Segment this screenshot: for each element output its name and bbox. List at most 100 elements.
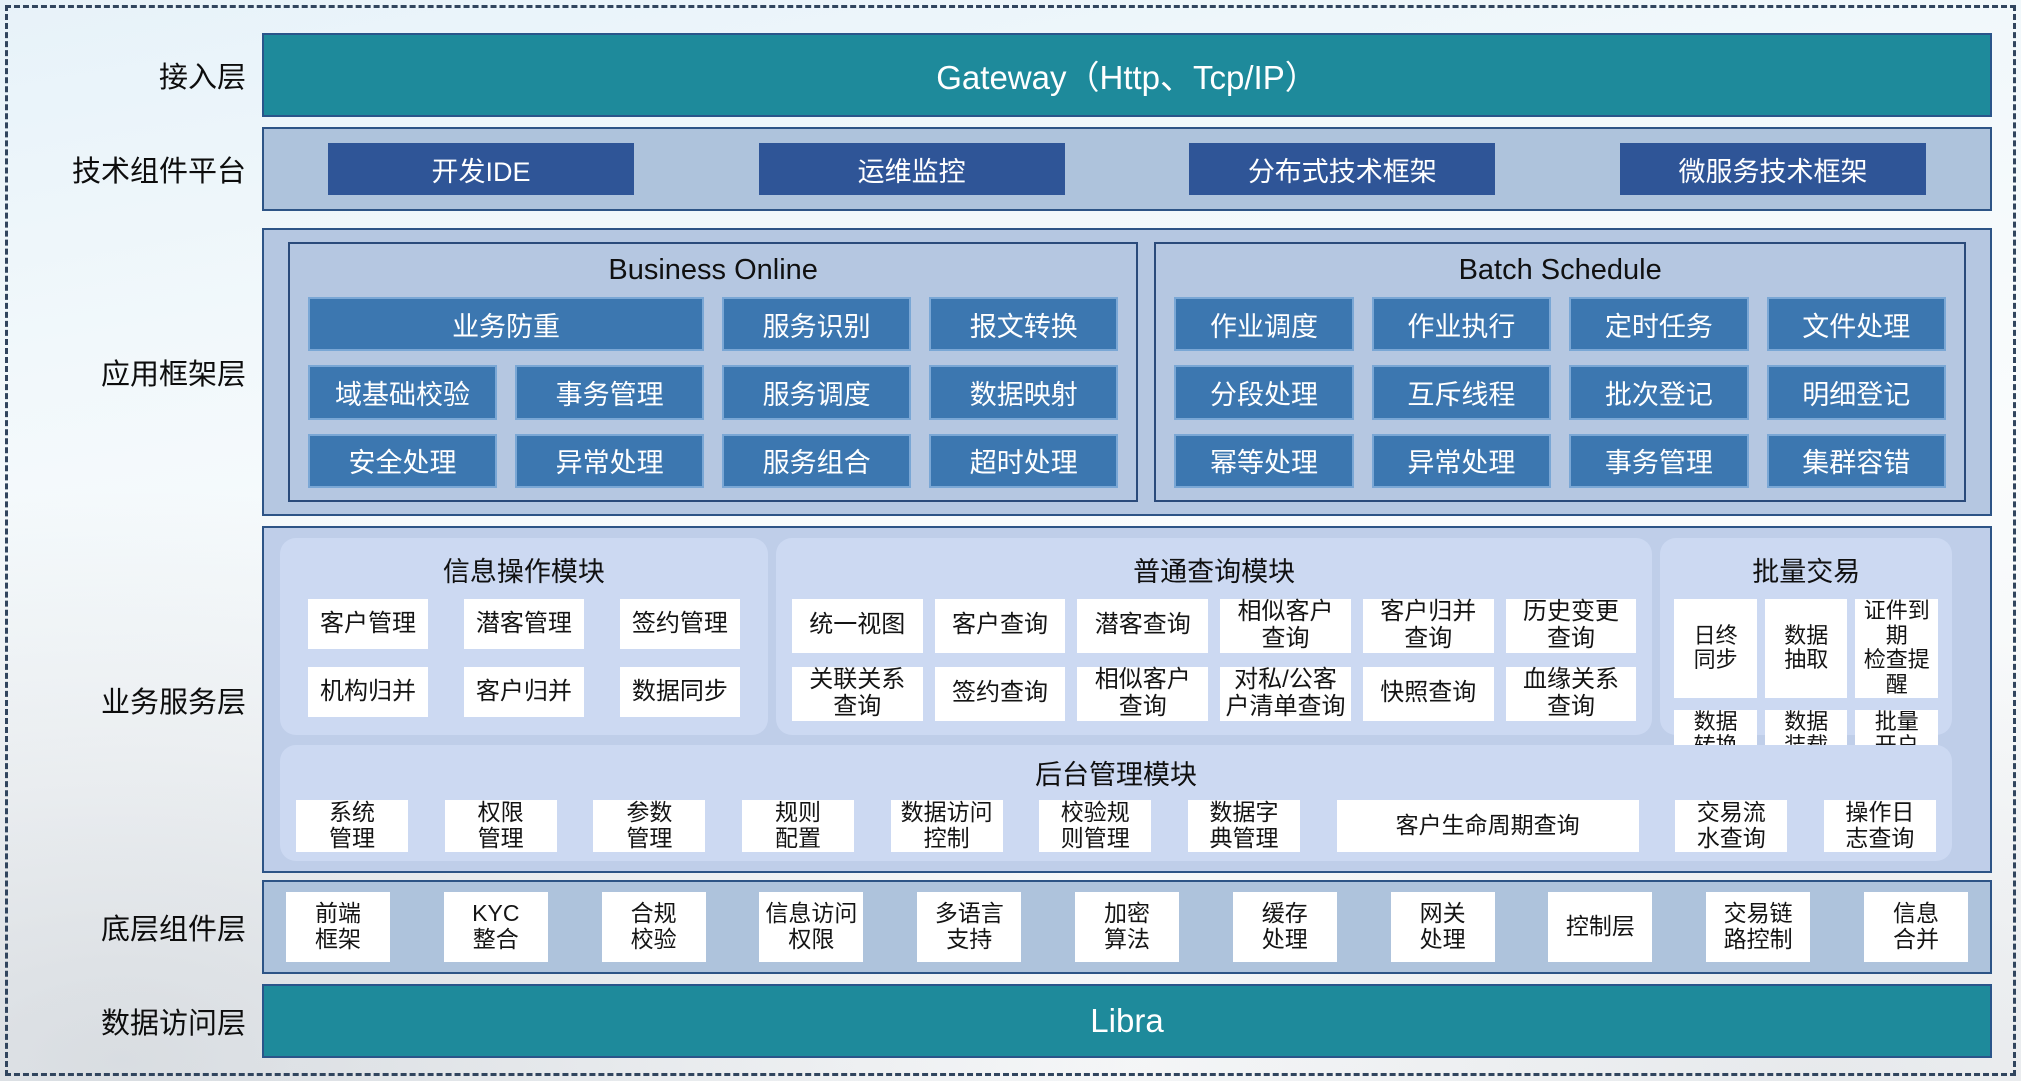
framework-capability-box: 异常处理: [515, 433, 705, 488]
business-online-panel: Business Online 业务防重服务识别报文转换域基础校验事务管理服务调…: [288, 242, 1139, 502]
service-function-box: 客户归并 查询: [1362, 598, 1494, 653]
layer-label-app-framework: 应用框架层: [100, 359, 246, 391]
batch-schedule-panel: Batch Schedule 作业调度作业执行定时任务文件处理分段处理互斥线程批…: [1154, 242, 1966, 502]
layer-label-business-service: 业务服务层: [100, 686, 246, 719]
admin-function-box: 系统 管理: [296, 799, 408, 852]
framework-capability-box: 数据映射: [929, 365, 1119, 420]
framework-capability-box: 异常处理: [1371, 433, 1552, 488]
tech-component-box: 运维监控: [758, 143, 1065, 195]
admin-function-box: 权限 管理: [444, 799, 557, 852]
framework-capability-box: 域基础校验: [308, 365, 498, 420]
service-function-box: 血缘关系 查询: [1505, 666, 1637, 721]
framework-capability-box: 服务组合: [722, 433, 912, 488]
framework-capability-box: 事务管理: [1569, 433, 1749, 488]
framework-capability-box: 批次登记: [1569, 365, 1749, 420]
service-function-box: 证件到期 检查提醒: [1855, 598, 1938, 698]
batch-schedule-title: Batch Schedule: [1458, 254, 1662, 286]
framework-capability-box: 集群容错: [1766, 433, 1946, 488]
gateway-bar-label: Gateway（Http、Tcp/IP）: [936, 59, 1318, 96]
admin-function-box: 校验规 则管理: [1039, 799, 1152, 852]
service-function-box: 签约管理: [619, 599, 740, 649]
base-component-box: 前端 框架: [286, 892, 390, 962]
base-component-box: 多语言 支持: [917, 892, 1022, 962]
service-function-box: 客户归并: [463, 667, 584, 717]
general-query-grid: 统一视图客户查询潜客查询相似客户 查询 客户归并 查询历史变更 查询关联关系 查询…: [790, 597, 1639, 727]
batch-transaction-module-title: 批量交易: [1752, 557, 1861, 587]
info-operation-grid: 客户管理潜客管理签约管理机构归并客户归并数据同步: [294, 597, 754, 723]
framework-capability-box: 报文转换: [929, 297, 1119, 352]
service-function-box: 机构归并: [308, 667, 428, 717]
libra-bar-label: Libra: [1090, 1002, 1164, 1039]
admin-module-title: 后台管理模块: [1035, 760, 1197, 790]
base-component-box: 信息访问 权限: [759, 892, 864, 962]
framework-capability-box: 定时任务: [1569, 297, 1749, 352]
admin-function-box: 数据字 典管理: [1187, 799, 1300, 852]
framework-capability-box: 互斥线程: [1371, 365, 1552, 420]
admin-function-box: 操作日 志查询: [1823, 799, 1936, 852]
layer-label-base-components: 底层组件层: [100, 914, 246, 946]
base-component-box: 网关 处理: [1390, 892, 1495, 962]
admin-module-panel: 后台管理模块 系统 管理权限 管理参数 管理规则 配置数据访问 控制校验规 则管…: [280, 745, 1952, 861]
base-component-box: 交易链 路控制: [1706, 892, 1811, 962]
base-component-box: 信息 合并: [1863, 892, 1968, 962]
admin-module-grid: 系统 管理权限 管理参数 管理规则 配置数据访问 控制校验规 则管理数据字 典管…: [296, 799, 1936, 852]
base-component-box: 控制层: [1548, 892, 1653, 962]
service-function-box: 潜客管理: [463, 599, 584, 649]
business-online-title: Business Online: [608, 254, 818, 286]
batch-schedule-grid: 作业调度作业执行定时任务文件处理分段处理互斥线程批次登记明细登记幂等处理异常处理…: [1174, 297, 1946, 488]
framework-capability-box: 分段处理: [1174, 365, 1354, 420]
info-operation-module-title: 信息操作模块: [442, 557, 605, 587]
service-function-box: 客户查询: [934, 599, 1066, 653]
base-component-box: KYC 整合: [443, 892, 548, 962]
business-service-modules: 信息操作模块 客户管理潜客管理签约管理机构归并客户归并数据同步 普通查询模块 统…: [280, 538, 1952, 759]
tech-platform-buttons: 开发IDE 运维监控 分布式技术框架 微服务技术框架: [264, 143, 1990, 195]
service-function-box: 签约查询: [934, 666, 1066, 721]
business-service-row: 信息操作模块 客户管理潜客管理签约管理机构归并客户归并数据同步 普通查询模块 统…: [262, 526, 1992, 873]
admin-function-box: 数据访问 控制: [890, 799, 1003, 852]
framework-capability-box: 服务识别: [722, 297, 912, 352]
layer-label-tech-platform: 技术组件平台: [71, 156, 246, 188]
service-function-box: 数据 抽取: [1764, 599, 1848, 698]
app-framework-row: Business Online 业务防重服务识别报文转换域基础校验事务管理服务调…: [262, 228, 1992, 516]
libra-bar: Libra: [262, 984, 1992, 1058]
gateway-bar: Gateway（Http、Tcp/IP）: [262, 33, 1992, 117]
tech-component-box: 开发IDE: [328, 143, 634, 195]
service-function-box: 客户管理: [308, 599, 428, 649]
general-query-module-panel: 普通查询模块 统一视图客户查询潜客查询相似客户 查询 客户归并 查询历史变更 查询…: [775, 538, 1653, 735]
service-function-box: 历史变更 查询: [1505, 598, 1637, 653]
service-function-box: 潜客查询: [1077, 599, 1209, 653]
framework-capability-box: 文件处理: [1766, 297, 1946, 352]
framework-capability-box: 超时处理: [929, 433, 1119, 488]
general-query-module-title: 普通查询模块: [1133, 557, 1296, 587]
tech-component-box: 分布式技术框架: [1189, 143, 1496, 195]
base-component-box: 加密 算法: [1074, 892, 1179, 962]
service-function-box: 关联关系 查询: [791, 666, 923, 721]
base-components-row: 前端 框架 KYC 整合合规 校验信息访问 权限多语言 支持加密 算法缓存 处理网…: [262, 880, 1992, 974]
framework-capability-box: 事务管理: [515, 365, 705, 420]
framework-capability-box: 作业调度: [1174, 297, 1354, 352]
tech-component-box: 微服务技术框架: [1619, 143, 1926, 195]
framework-capability-box: 幂等处理: [1174, 433, 1354, 488]
service-function-box: 对私/公客 户清单查询: [1220, 666, 1351, 721]
service-function-box: 日终 同步: [1674, 599, 1757, 698]
layer-label-data-access: 数据访问层: [100, 1008, 246, 1040]
info-operation-module-panel: 信息操作模块 客户管理潜客管理签约管理机构归并客户归并数据同步: [280, 538, 768, 735]
tech-platform-row: 开发IDE 运维监控 分布式技术框架 微服务技术框架: [262, 127, 1992, 211]
service-function-box: 数据同步: [619, 667, 740, 717]
admin-function-box: 交易流 水查询: [1675, 799, 1788, 852]
framework-capability-box: 作业执行: [1371, 297, 1552, 352]
framework-capability-box: 服务调度: [722, 365, 912, 420]
admin-function-box: 参数 管理: [593, 799, 706, 852]
base-component-box: 缓存 处理: [1232, 892, 1337, 962]
admin-function-box: 客户生命周期查询: [1336, 800, 1639, 852]
service-function-box: 相似客户 查询: [1077, 666, 1209, 721]
service-function-box: 统一视图: [791, 599, 923, 653]
admin-function-box: 规则 配置: [741, 799, 854, 852]
layer-label-access: 接入层: [158, 62, 246, 94]
base-component-box: 合规 校验: [601, 892, 706, 962]
base-components-list: 前端 框架 KYC 整合合规 校验信息访问 权限多语言 支持加密 算法缓存 处理网…: [286, 892, 1968, 962]
framework-capability-box: 业务防重: [308, 297, 705, 352]
